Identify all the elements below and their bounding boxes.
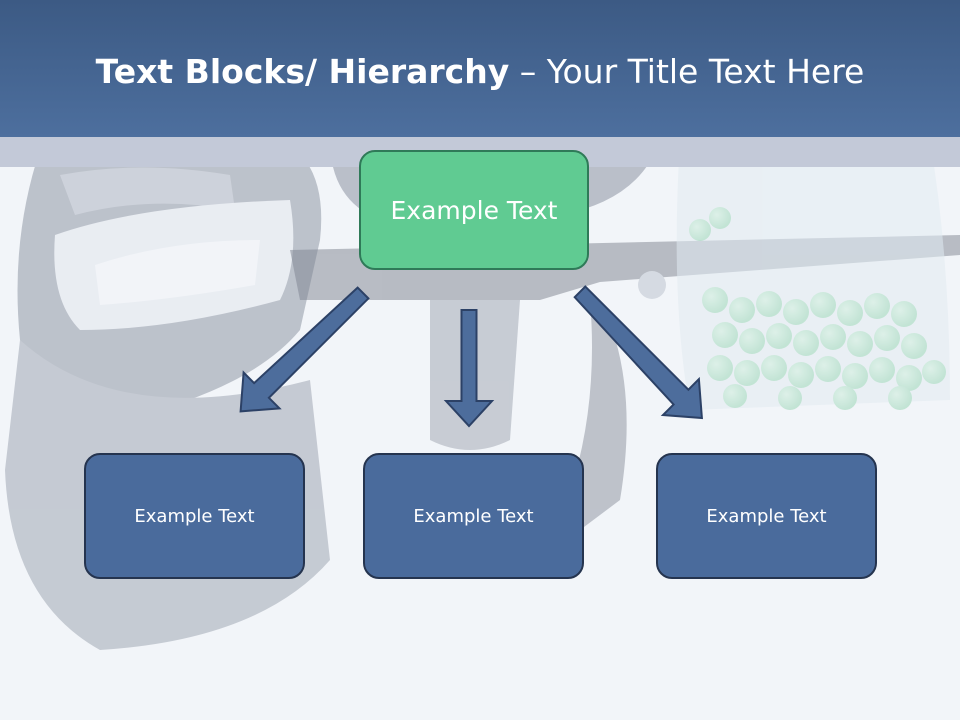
hierarchy-child-box-2[interactable]: Example Text bbox=[363, 453, 584, 579]
hierarchy-child-label: Example Text bbox=[134, 505, 255, 527]
slide-title-bold: Text Blocks/ Hierarchy bbox=[95, 52, 510, 91]
hierarchy-root-label: Example Text bbox=[390, 195, 558, 225]
slide-title: Text Blocks/ Hierarchy – Your Title Text… bbox=[0, 52, 960, 91]
slide-title-rest: Your Title Text Here bbox=[546, 52, 865, 91]
hierarchy-child-label: Example Text bbox=[413, 505, 534, 527]
hierarchy-child-label: Example Text bbox=[706, 505, 827, 527]
hierarchy-child-box-3[interactable]: Example Text bbox=[656, 453, 877, 579]
hierarchy-root-box[interactable]: Example Text bbox=[359, 150, 589, 270]
hierarchy-child-box-1[interactable]: Example Text bbox=[84, 453, 305, 579]
slide-title-dash: – bbox=[509, 52, 547, 91]
title-bar bbox=[0, 0, 960, 137]
paintball-bag-shape bbox=[676, 140, 950, 410]
